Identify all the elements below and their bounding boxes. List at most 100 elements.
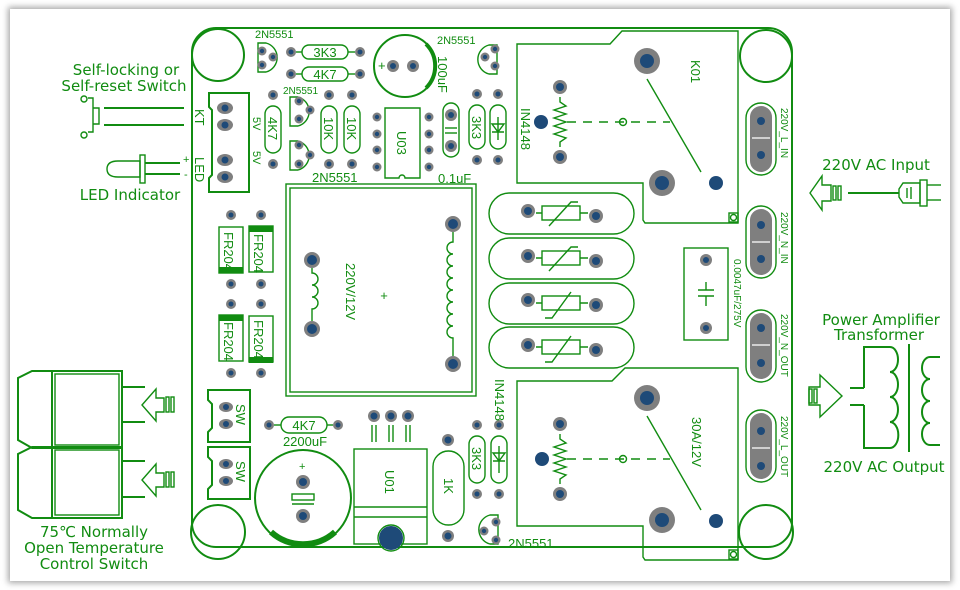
resistor-4k7-vertical: 4K7 [264,90,282,169]
resistor-3k3-top: 3K3 [286,44,365,60]
fr204-label-3: FR204 [221,322,236,361]
r-4k7-top-label: 4K7 [313,67,336,82]
resistor-4k7-bottom: 4K7 [264,416,343,434]
temperature-switch-bottom-icon [17,446,175,519]
r-3k3-top-label: 3K3 [313,45,336,60]
ac-output-label: 220V AC Output [823,458,944,476]
rectifier-diode-4: FR204 [248,299,274,378]
resistor-10k-b: 10K [343,90,361,169]
sw2-label: SW [233,461,248,483]
temperature-switch-top-icon [17,370,175,449]
relay-k01-label: K01 [688,60,703,83]
r-1k-label: 1K [441,478,456,494]
led-conn-label: LED [192,157,207,182]
q-top-right-label: 2N5551 [437,35,476,47]
transistor-q-bottom-right [478,514,501,545]
led-minus-label: - [184,169,188,181]
terminal-220v-l-out [745,409,777,483]
r-3k3-bottom-label: 3K3 [469,447,484,470]
transformer-plus: + [380,288,388,303]
temp-switch-label-line2: Open Temperature [24,539,164,557]
rectifier-diode-3: FR204 [218,299,244,378]
varistor-4 [488,326,635,369]
term-n-in-label: 220V_N_IN [778,212,789,264]
fr204-label-1: FR204 [221,232,236,271]
transistor-q-bottom-left [289,140,315,171]
terminal-220v-n-out [745,309,777,383]
pushbutton-switch-icon [80,95,184,139]
transistor-q-top-right [477,44,500,75]
power-plug-icon [809,173,941,213]
cap-2200uf-plus: + [299,461,305,473]
r-10k-b-label: 10K [344,117,359,140]
5v-label-a: 5V [250,117,262,131]
regulator-u01: U01 [353,410,428,552]
mount-hole-bottom-right [738,504,794,560]
resistor-4k7-top: 4K7 [286,66,365,82]
capacitor-x2 [683,247,729,341]
led-icon: + - [106,154,189,184]
diode-top [489,89,507,165]
rectifier-diode-2: FR204 [248,210,274,289]
diode-bottom [490,420,508,499]
mount-hole-top-left [191,28,245,82]
led-indicator-label: LED Indicator [80,186,181,204]
sw1-label: SW [233,404,248,426]
transformer-symbol-icon [808,344,940,452]
relay-30a-12v [516,367,739,561]
q-bottom-left-label: 2N5551 [312,170,358,185]
resistor-3k3-right: 3K3 [468,89,486,165]
varistor-2 [488,237,635,280]
sw-connector-2: SW [207,446,251,500]
varistor-1 [488,192,635,235]
cap-x2-label: 0.0047uF/275V [731,259,742,328]
cap-100uf-plus: + [378,58,386,73]
term-n-out-label: 220V_N_OUT [778,314,789,377]
capacitor-2200uf: + [254,449,352,548]
temp-switch-label-line3: Control Switch [40,555,149,573]
relay-k01 [516,30,739,224]
capacitor-0-1uf [442,102,460,158]
resistor-10k-a: 10K [320,90,338,169]
5v-label-b: 5V [250,151,262,165]
u01-label: U01 [382,470,397,494]
mount-hole-top-right [739,29,793,83]
mount-hole-bottom-left [190,504,246,560]
resistor-1k: 1K [432,434,465,542]
r-3k3-right-label: 3K3 [469,116,484,139]
temp-switch-label-line1: 75℃ Normally [40,523,148,541]
term-l-in-label: 220V_L_IN [778,108,789,158]
cap-100uf-label: 100uF [435,56,450,93]
fr204-label-2: FR204 [251,234,266,273]
q-top-left-label: 2N5551 [255,29,294,41]
ac-input-label: 220V AC Input [822,156,930,174]
term-l-out-label: 220V_L_OUT [778,416,789,477]
rectifier-diode-1: FR204 [218,210,244,289]
r-10k-a-label: 10K [321,117,336,140]
r-4k7-bottom-label: 4K7 [292,418,315,433]
diode-top-label: IN4148 [518,108,533,150]
capacitor-100uf: + [373,34,438,98]
switch-label-line1: Self-locking or [73,61,180,79]
relay-30a-label: 30A/12V [689,417,704,467]
terminal-220v-l-in [745,102,777,176]
terminal-220v-n-in [745,205,777,279]
fr204-label-4: FR204 [251,320,266,359]
kt-led-connector [208,92,250,193]
board-outline [191,27,793,548]
resistor-3k3-bottom: 3K3 [468,420,486,499]
transformer-label-line1: Power Amplifier [822,311,941,329]
sw-connector-1: SW [207,389,251,443]
cap-0-1uf-label: 0.1uF [438,171,471,186]
u03-label: U03 [394,131,409,155]
ic-u03: U03 [372,107,434,179]
led-plus-label: + [183,154,189,166]
transformer-label-line2: Transformer [833,326,925,344]
q-mid-left-label: 2N5551 [283,86,318,97]
q-bottom-right-label: 2N5551 [508,536,554,551]
transistor-q-top-left [257,42,278,73]
transformer-label: 220V/12V [343,263,358,320]
varistor-3 [488,282,635,325]
cap-2200uf-label: 2200uF [283,434,327,449]
